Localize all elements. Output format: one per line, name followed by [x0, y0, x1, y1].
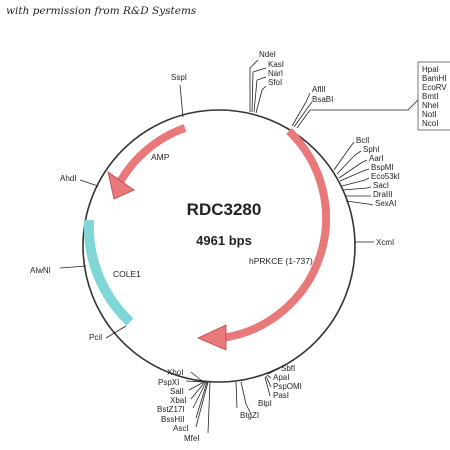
site-bamhi: BamHI [422, 74, 446, 83]
site-bmti: BmtI [422, 92, 438, 101]
site-sphi: SphI [363, 145, 379, 154]
site-xbai: XbaI [170, 396, 186, 405]
plasmid-backbone [82, 109, 356, 383]
site-mfei: MfeI [184, 434, 200, 443]
xhoi-leader [190, 371, 203, 382]
site-nari: NarI [268, 69, 283, 78]
bspmi-leader [339, 168, 370, 182]
sexai-leader [345, 200, 374, 206]
bstz17i-leader [192, 381, 207, 409]
site-pasi: PasI [273, 391, 289, 400]
ahdi-leader [79, 179, 99, 187]
blpi-leader [235, 381, 238, 409]
site-ndei: NdeI [259, 50, 276, 59]
pspxi-leader [185, 380, 204, 383]
alwni-leader [59, 265, 87, 269]
site-bcli: BclI [356, 136, 369, 145]
amp-feature-arrow [116, 124, 187, 185]
site-ecorv: EcoRV [422, 83, 447, 92]
credit-text: with permission from R&D Systems [6, 5, 197, 17]
site-sexai: SexAI [375, 199, 396, 208]
site-bsshii: BssHII [161, 415, 185, 424]
site-apai: ApaI [273, 373, 289, 382]
eco53ki-leader [341, 177, 370, 187]
site-draiii: DraIII [373, 190, 393, 199]
mcs-site-box [417, 61, 450, 131]
plasmid-name: RDC3280 [187, 200, 262, 219]
site-aflii: AflII [312, 85, 326, 94]
pspomi-leader [265, 375, 272, 388]
site-pcii: PciI [89, 333, 102, 342]
site-nhei: NheI [422, 101, 439, 110]
site-bstz17i: BstZ17I [157, 405, 185, 414]
bsshii-leader [195, 381, 208, 419]
top-sites-leader-3 [253, 76, 267, 113]
site-kasi: KasI [268, 60, 284, 69]
site-xhoi: XhoI [167, 368, 183, 377]
bcli-leader [333, 141, 355, 171]
site-sali: SalI [170, 387, 184, 396]
site-pspxi: PspXI [158, 378, 179, 387]
site-noti: NotI [422, 110, 437, 119]
site-sspi: SspI [171, 73, 187, 82]
site-hpai: HpaI [422, 65, 439, 74]
mcs-leader [296, 99, 419, 129]
aflii-leader [291, 92, 311, 127]
top-sites-leader [249, 59, 259, 112]
top-sites-leader-4 [255, 85, 267, 114]
hprkce-label: hPRKCE (1-737) [249, 256, 313, 266]
cole1-label: COLE1 [113, 269, 141, 279]
site-xcmi: XcmI [376, 238, 394, 247]
saci-leader [342, 186, 372, 191]
amp-label: AMP [151, 152, 170, 162]
apai-leader [266, 374, 272, 379]
site-sbfi: SbfI [281, 364, 295, 373]
site-sfoi: SfoI [268, 78, 282, 87]
site-bsabi: BsaBI [312, 95, 333, 104]
site-bspmi: BspMI [371, 163, 394, 172]
xbai-leader [190, 381, 206, 400]
site-eco53ki: Eco53kI [371, 172, 400, 181]
top-sites-leader-2 [251, 67, 267, 113]
site-blpi: BlpI [258, 399, 272, 408]
sbfi-leader [267, 367, 281, 375]
pcii-leader [105, 325, 127, 339]
cole1-feature-block [83, 219, 134, 326]
btgzi-leader [240, 381, 252, 415]
site-pspomi: PspOMI [273, 382, 302, 391]
site-ncoi: NcoI [422, 119, 438, 128]
mfei-leader [207, 381, 211, 434]
hprkce-arrowhead [197, 324, 227, 351]
sphi-leader [336, 150, 362, 175]
site-asci: AscI [173, 424, 189, 433]
pasi-leader [264, 376, 271, 397]
hprkce-feature-arrow [221, 128, 331, 342]
bsabi-leader [293, 101, 313, 128]
site-saci: SacI [373, 181, 389, 190]
sspi-leader [179, 84, 184, 118]
site-aari: AarI [369, 154, 384, 163]
site-alwni: AlwNI [30, 266, 51, 275]
amp-arrowhead [107, 171, 135, 200]
site-btgzi: BtgZI [240, 411, 259, 420]
plasmid-size: 4961 bps [196, 233, 252, 248]
site-ahdi: AhdI [60, 174, 76, 183]
asci-leader [195, 381, 209, 428]
sali-leader [188, 381, 205, 391]
aari-leader [338, 159, 368, 179]
